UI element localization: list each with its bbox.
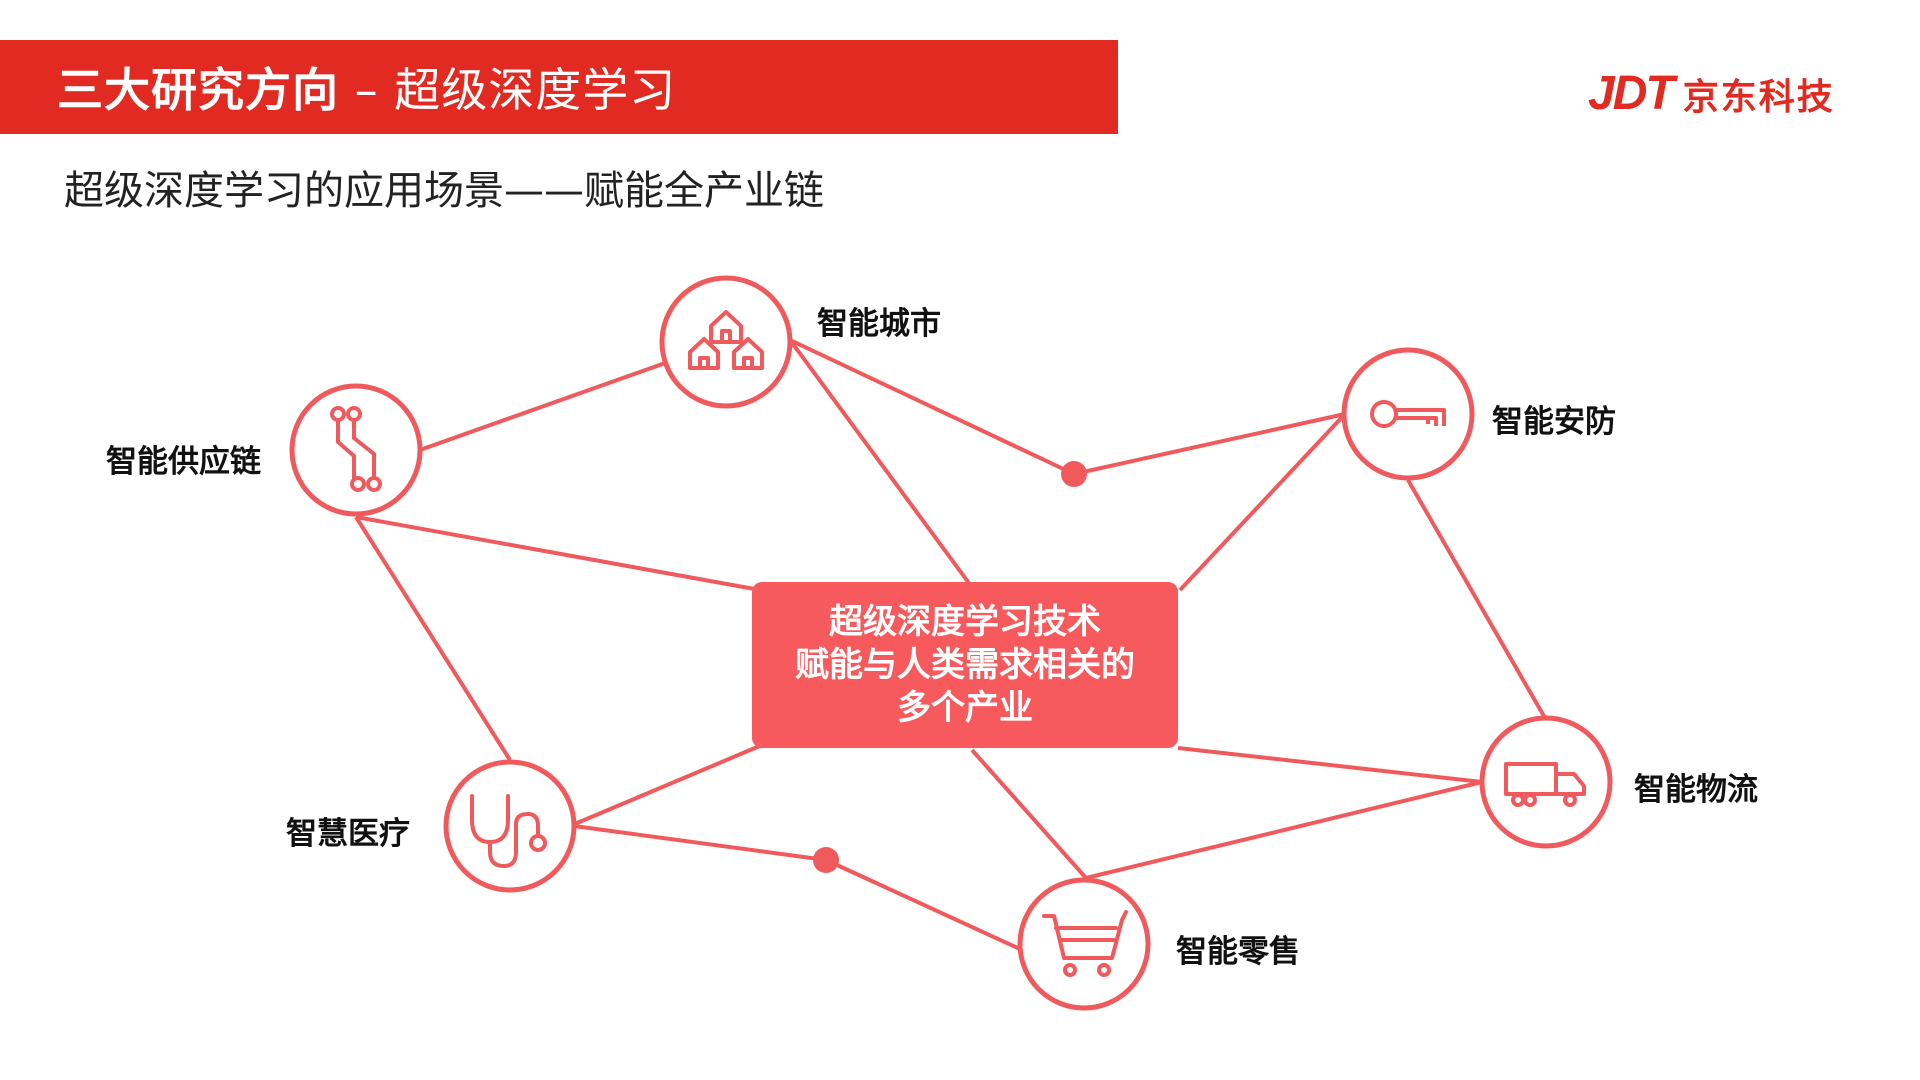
node-circle-retail (1017, 877, 1151, 1011)
edge-supply-center (355, 515, 761, 592)
company-logo: JDT 京东科技 (1588, 68, 1835, 120)
edge-junction-retail (825, 858, 1023, 952)
node-circle-supply (289, 383, 423, 517)
edge-center-retail (970, 748, 1088, 880)
center-line-1: 超级深度学习技术 (829, 601, 1101, 642)
center-box: 超级深度学习技术 赋能与人类需求相关的 多个产业 (752, 582, 1178, 748)
edge-city-junction (789, 338, 1075, 476)
node-circle-security (1341, 347, 1475, 481)
page-title-sub: – 超级深度学习 (339, 63, 677, 117)
page-title-main: 三大研究方向 (57, 63, 339, 117)
key-icon (1370, 400, 1446, 428)
title-bar: 三大研究方向 – 超级深度学习 (0, 40, 1118, 134)
node-label-medical: 智慧医疗 (286, 816, 410, 852)
edge-junction-security (1073, 412, 1346, 476)
stethoscope-icon (470, 794, 547, 868)
edge-security-center (1178, 412, 1347, 592)
center-line-3: 多个产业 (897, 687, 1033, 728)
node-label-security: 智能安防 (1492, 404, 1616, 440)
edge-retail-logistics (1085, 780, 1483, 880)
center-line-2: 赋能与人类需求相关的 (795, 644, 1135, 685)
edge-security-logistics (1406, 479, 1547, 719)
node-label-supply: 智能供应链 (106, 444, 261, 480)
junction-dot (1061, 461, 1087, 487)
edge-center-logistics (1177, 746, 1483, 784)
node-label-logistics: 智能物流 (1634, 772, 1758, 808)
houses-icon (688, 310, 764, 370)
junction-dot (813, 847, 839, 873)
edge-medical-center (569, 743, 763, 828)
truck-icon (1504, 762, 1586, 807)
logo-mark: JDT (1588, 67, 1675, 120)
node-circle-logistics (1479, 715, 1613, 849)
page-title: 三大研究方向 – 超级深度学习 (57, 54, 676, 120)
edge-city-center (788, 338, 976, 592)
node-label-city: 智能城市 (817, 306, 941, 342)
logo-text: 京东科技 (1682, 77, 1835, 118)
node-circles (289, 275, 1613, 1011)
node-circle-medical (443, 759, 577, 893)
subtitle: 超级深度学习的应用场景——赋能全产业链 (64, 168, 824, 214)
connection-lines (354, 338, 1547, 952)
circuit-icon (330, 406, 382, 492)
edge-supply-medical (354, 515, 512, 762)
node-label-retail: 智能零售 (1176, 934, 1300, 970)
edge-medical-junction (573, 824, 827, 862)
shopping-cart-icon (1042, 910, 1128, 977)
